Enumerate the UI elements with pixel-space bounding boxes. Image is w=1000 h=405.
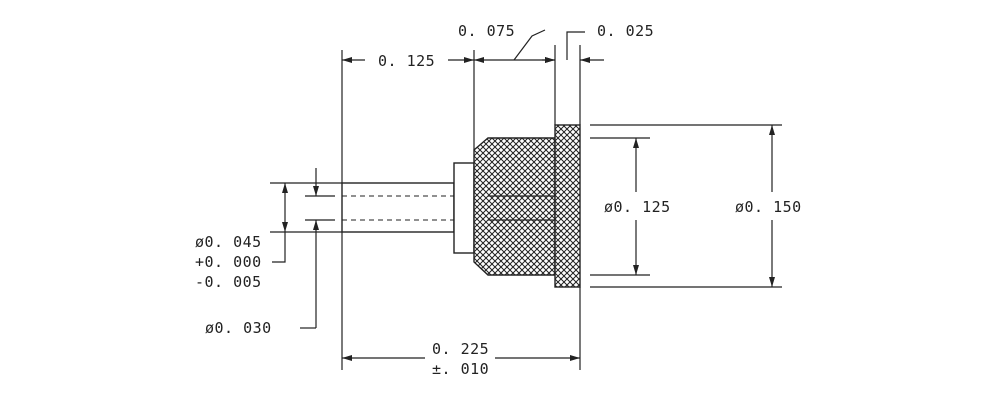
dim-tip-diameter: ø0. 030 — [205, 319, 272, 337]
dim-flange-diameter: ø0. 150 — [735, 198, 802, 216]
flange — [554, 124, 581, 288]
left-dimensions: ø0. 045 +0. 000 -0. 005 ø0. 030 — [195, 168, 342, 337]
bottom-dimension: 0. 225 ±. 010 — [341, 232, 581, 378]
part-geometry — [341, 124, 581, 288]
dim-pin-length: 0. 125 — [378, 52, 435, 70]
dim-shoulder-length: 0. 075 — [458, 22, 515, 40]
dim-body-diameter: ø0. 125 — [604, 198, 671, 216]
dim-overall-length: 0. 225 — [432, 340, 489, 358]
dim-flange-thickness: 0. 025 — [597, 22, 654, 40]
dim-pin-tol-minus: -0. 005 — [195, 273, 262, 291]
right-dimensions: ø0. 125 ø0. 150 — [590, 124, 802, 288]
dim-pin-tol-plus: +0. 000 — [195, 253, 262, 271]
knurled-body — [473, 137, 556, 276]
dim-pin-diameter: ø0. 045 — [195, 233, 262, 251]
dim-overall-tolerance: ±. 010 — [432, 360, 489, 378]
pin-body — [341, 182, 455, 233]
shoulder-step — [453, 162, 475, 254]
top-dimensions: 0. 125 0. 075 0. 025 — [341, 22, 654, 183]
